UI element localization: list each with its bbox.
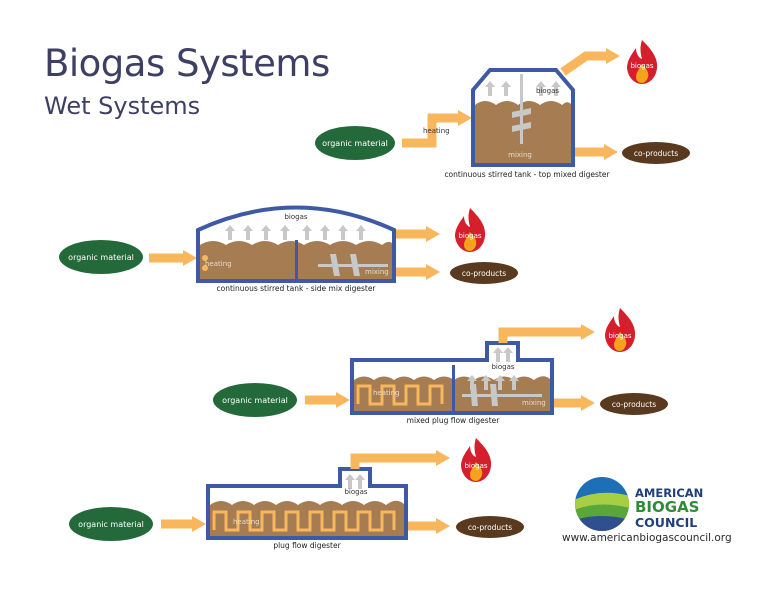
system-top-mixed: organic material heating biogas mixing b…: [315, 40, 690, 179]
biogas-inside-label: biogas: [536, 87, 559, 95]
coproducts-label: co-products: [634, 149, 678, 158]
system-side-mix: organic material biogas heating mixing b…: [59, 205, 518, 293]
system-caption: continuous stirred tank - top mixed dige…: [444, 170, 610, 179]
system-caption: plug flow digester: [273, 541, 341, 550]
organic-material-label: organic material: [68, 253, 134, 262]
logo-line3: COUNCIL: [635, 515, 697, 530]
mixing-label: mixing: [365, 268, 389, 276]
flame-icon: [605, 308, 636, 352]
heating-coil: [356, 384, 444, 406]
system-mixed-plug-flow: organic material biogas heating mixing b…: [213, 308, 668, 425]
system-caption: continuous stirred tank - side mix diges…: [216, 284, 376, 293]
system-plug-flow: organic material biogas heating biogas c…: [69, 438, 524, 550]
coproducts-label: co-products: [612, 400, 656, 409]
coproducts-label: co-products: [462, 269, 506, 278]
organic-material-blob: [315, 126, 395, 160]
page-subtitle: Wet Systems: [44, 92, 201, 120]
biogas-out-label: biogas: [458, 232, 481, 240]
organic-material-label: organic material: [222, 396, 288, 405]
logo: AMERICAN BIOGAS COUNCIL: [575, 477, 703, 531]
coproducts-label: co-products: [468, 523, 512, 532]
page-title: Biogas Systems: [44, 42, 330, 85]
heating-coil: [212, 510, 396, 532]
coproducts-blob: [622, 142, 690, 164]
logo-line2: BIOGAS: [635, 498, 700, 516]
mixing-label: mixing: [508, 151, 532, 159]
heating-label: heating: [205, 260, 232, 268]
biogas-out-label: biogas: [608, 332, 631, 340]
logo-globe-icon: [575, 477, 629, 531]
input-arrow: [402, 113, 460, 148]
flame-icon: [461, 438, 492, 482]
biogas-out-arrow: [350, 453, 438, 469]
biogas-out-label: biogas: [464, 462, 487, 470]
organic-material-label: organic material: [78, 520, 144, 529]
biogas-out-label: biogas: [630, 62, 653, 70]
organic-material-blob: [69, 507, 153, 541]
organic-material-blob: [213, 383, 297, 417]
coproducts-blob: [450, 262, 518, 284]
organic-material-label: organic material: [322, 139, 388, 148]
heating-label: heating: [373, 389, 400, 397]
biogas-inside-label: biogas: [344, 488, 367, 496]
mixing-label: mixing: [522, 399, 546, 407]
logo-line1: AMERICAN: [635, 486, 703, 500]
biogas-out-arrow: [498, 327, 583, 343]
biogas-inside-label: biogas: [491, 363, 514, 371]
coproducts-blob: [456, 516, 524, 538]
heating-label: heating: [423, 127, 450, 135]
website-url: www.americanbiogascouncil.org: [562, 532, 732, 544]
heating-label: heating: [233, 518, 260, 526]
system-caption: mixed plug flow digester: [407, 416, 501, 425]
flame-icon: [455, 208, 486, 252]
organic-material-blob: [59, 240, 143, 274]
coproducts-blob: [600, 393, 668, 415]
biogas-out-arrow: [560, 51, 608, 76]
biogas-inside-label: biogas: [284, 213, 307, 221]
